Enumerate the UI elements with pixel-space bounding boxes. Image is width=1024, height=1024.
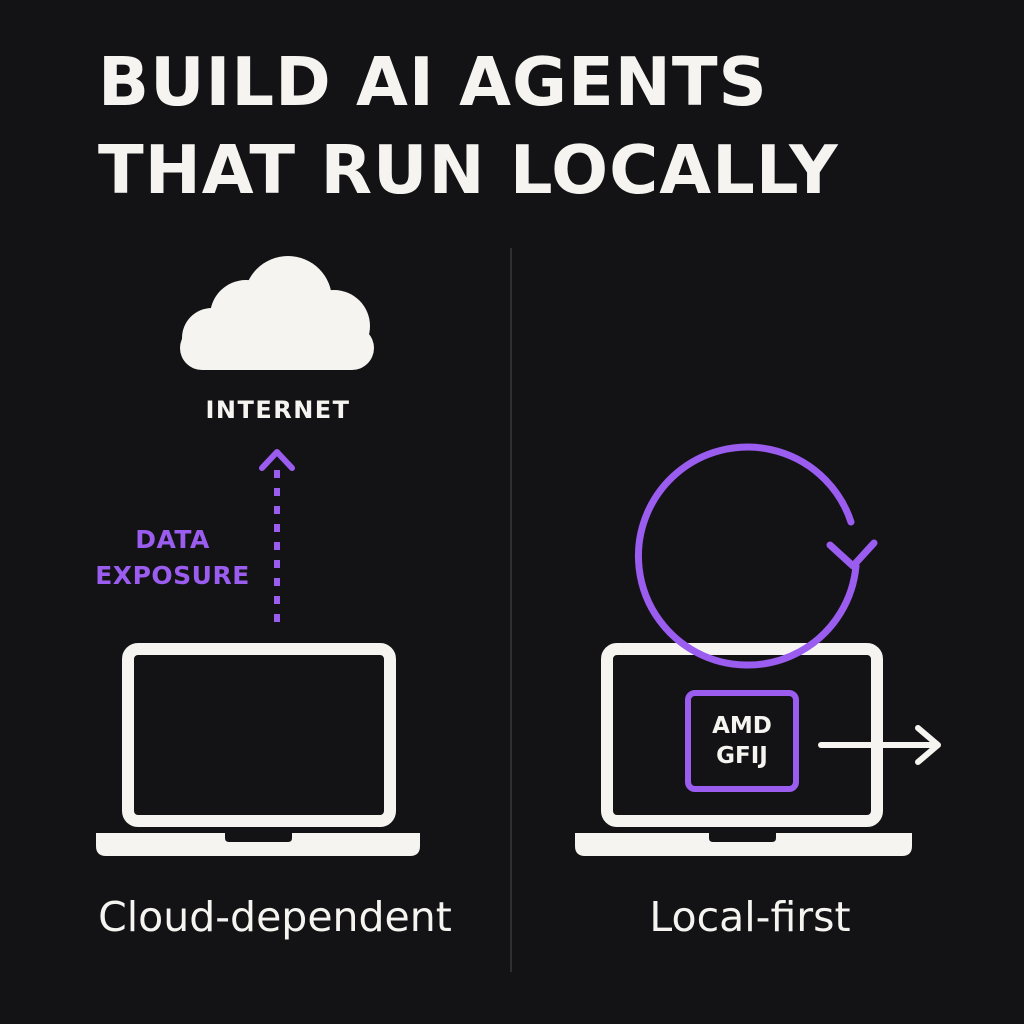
title-line-1: BUILD AI AGENTS bbox=[98, 43, 768, 121]
laptop-icon-right bbox=[575, 643, 912, 856]
internet-label: INTERNET bbox=[205, 396, 351, 424]
chip-badge: AMD GFIJ bbox=[685, 690, 799, 792]
panel-divider bbox=[510, 248, 512, 972]
chip-line-1: AMD bbox=[712, 713, 772, 739]
page-title: BUILD AI AGENTS THAT RUN LOCALLY bbox=[98, 38, 998, 214]
data-exposure-line-1: DATA bbox=[135, 525, 210, 554]
cloud-icon bbox=[180, 256, 374, 370]
right-arrow-icon bbox=[818, 725, 941, 765]
title-line-2: THAT RUN LOCALLY bbox=[98, 131, 839, 209]
caption-cloud-dependent: Cloud-dependent bbox=[98, 893, 452, 941]
laptop-icon-left bbox=[96, 643, 420, 856]
data-exposure-label: DATA EXPOSURE bbox=[80, 522, 265, 594]
data-exposure-line-2: EXPOSURE bbox=[95, 561, 250, 590]
caption-local-first: Local-first bbox=[649, 893, 851, 941]
circular-arrow-icon bbox=[635, 443, 878, 669]
chip-line-2: GFIJ bbox=[716, 743, 768, 769]
dotted-up-arrow-icon bbox=[259, 449, 295, 622]
